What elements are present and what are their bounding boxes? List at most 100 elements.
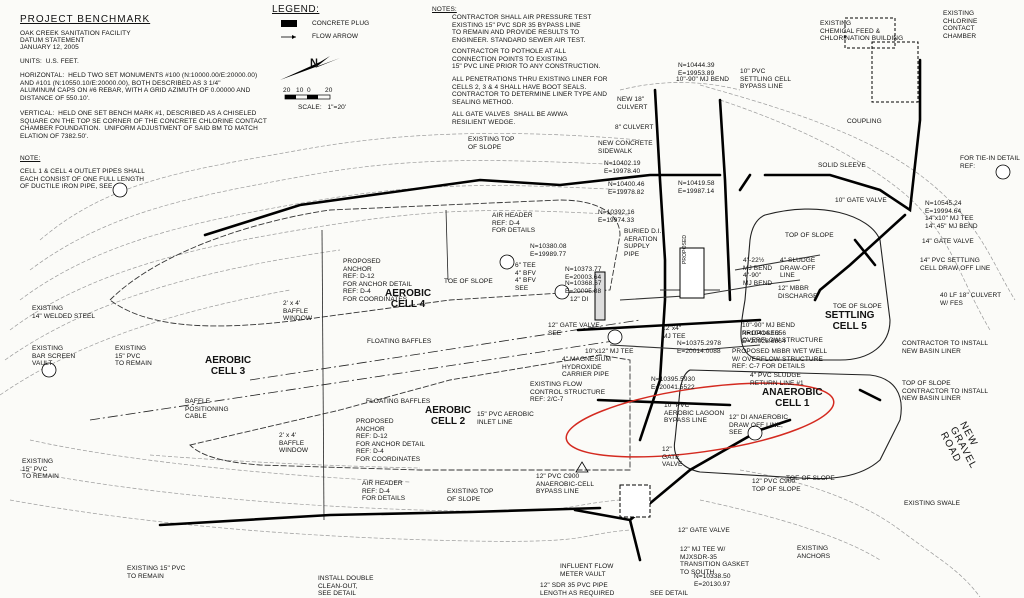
label-magnesium: 4" MAGNESIUM HYDROXIDE CARRIER PIPE (562, 356, 612, 378)
cell-1-basin (673, 369, 902, 480)
label-pvc15-top: EXISTING 15" PVC TO REMAIN (115, 345, 152, 367)
scale-tick-2: 10 (296, 87, 304, 94)
cell-4-basin (109, 199, 621, 327)
label-pvc15-bottom: EXISTING 15" PVC TO REMAIN (127, 565, 186, 580)
coord-5: N=10373.77 E=20003.64 (565, 266, 602, 281)
scale-label: SCALE: 1"=20' (298, 104, 347, 111)
label-top-slope-north: EXISTING TOP OF SLOPE (468, 136, 515, 151)
project-date: JANUARY 12, 2005 (20, 44, 79, 51)
label-mj-tee: 12"x4" MJ TEE (662, 325, 686, 340)
label-sludge-line: 4" SLUDGE DRAW-OFF LINE (780, 257, 816, 279)
label-aerobic-inlet: 15" PVC AEROBIC INLET LINE (477, 411, 534, 426)
units-text: UNITS: U.S. FEET. (20, 58, 79, 65)
label-lagoon-bypass: 10" PVC AEROBIC LAGOON BYPASS LINE (664, 402, 725, 424)
label-sdr35: 12" SDR 35 PVC PIPE LENGTH AS REQUIRED (540, 582, 615, 597)
label-pvc-anaerobic-bypass: 12" PVC C900 ANAEROBIC-CELL BYPASS LINE (536, 473, 595, 495)
coord-12: N=10545.24 E=19994.64 (925, 200, 962, 215)
label-gate-12a: 12" GATE VALVE, SEE (548, 322, 602, 337)
legend-flow: FLOW ARROW (312, 33, 359, 40)
coord-13: N=10338.50 E=20130.97 (694, 573, 731, 588)
label-air-header-2: AIR HEADER REF: D-4 FOR DETAILS (362, 480, 406, 502)
cell-3-label: AEROBIC CELL 3 (205, 355, 252, 377)
detail-bubbles (41, 164, 1011, 441)
label-swale: EXISTING SWALE (904, 500, 961, 507)
label-bends-4: 4"-22½ MJ BEND 4"-90" MJ BEND (743, 257, 773, 287)
label-mj-tee-12: 12" MJ TEE W/ MJXSDR-35 TRANSITION GASKE… (680, 546, 750, 576)
coord-1: N=10402.19 E=19978.40 (604, 160, 641, 175)
label-tee-6: 6" TEE 4" BFV 4" BFV SEE (515, 262, 536, 292)
label-coupling: COUPLING (847, 118, 882, 125)
main-pipes (158, 58, 922, 562)
project-title: PROJECT BENCHMARK (20, 14, 151, 25)
label-baffle-window-2: 2' x 4' BAFFLE WINDOW (279, 432, 309, 454)
label-culvert-8: 8" CULVERT (615, 124, 654, 131)
cell-5-basin (740, 208, 891, 361)
coord-8: N=10419.58 E=19987.14 (678, 180, 715, 195)
coord-9: N=10375.2978 E=20014.0088 (677, 340, 722, 355)
scale-tick-1: 20 (283, 87, 291, 94)
label-aeration-pipe: BURIED D.I. AERATION SUPPLY PIPE (624, 228, 662, 258)
label-influent-vault: INFLUENT FLOW METER VAULT (560, 563, 614, 578)
coord-11: N=10395.5930 E=20041.5522 (651, 376, 696, 391)
label-proposed-box: PROPOSED (682, 234, 688, 264)
label-di-12: 12" DI (570, 296, 589, 303)
label-welded-steel: EXISTING 14" WELDED STEEL (32, 305, 96, 320)
label-solid-sleeve: SOLID SLEEVE (818, 162, 866, 169)
north-arrow-label: N (310, 57, 319, 69)
label-bend-10: 10"-90" MJ BEND (676, 76, 730, 83)
label-toe-cell1: TOE OF SLOPE (786, 475, 835, 482)
label-bar-screen: EXISTING BAR SCREEN VAULT (32, 345, 76, 367)
floating-baffles (89, 319, 641, 421)
warning-triangle-icon (575, 461, 589, 473)
horizontal-datum: HORIZONTAL: HELD TWO SET MONUMENTS #100 … (20, 72, 258, 102)
label-floating-baffles-1: FLOATING BAFFLES (367, 338, 432, 345)
contour-lines (0, 82, 1016, 597)
scale-tick-3: 0 (307, 87, 311, 94)
label-gate-12b: 12" GATE VALVE (662, 446, 683, 468)
label-liner-2: TOP OF SLOPE CONTRACTOR TO INSTALL NEW B… (902, 380, 989, 402)
coord-10: N=10414.1656 E=20028.6864 (742, 330, 787, 345)
label-baffle-window-1: 2' x 4' BAFFLE WINDOW (283, 300, 313, 322)
label-pvc15-left: EXISTING 15" PVC TO REMAIN (22, 458, 59, 480)
label-return-line: 4" PVC SLUDGE RETURN LINE #1 (750, 372, 804, 387)
scale-tick-4: 20 (325, 87, 333, 94)
label-cleanout: INSTALL DOUBLE CLEAN-OUT, SEE DETAIL (318, 575, 374, 597)
label-liner-1: CONTRACTOR TO INSTALL NEW BASIN LINER (902, 340, 989, 355)
label-mj-tee-10: 10"x12" MJ TEE (585, 348, 634, 355)
legend-plug: CONCRETE PLUG (312, 20, 370, 27)
notes-heading: NOTES: (432, 6, 457, 13)
label-flow-structure: EXISTING FLOW CONTROL STRUCTURE REF: 2/C… (530, 381, 606, 403)
highlight-ellipse (565, 382, 835, 458)
coord-2: N=10400.46 E=19978.82 (608, 181, 645, 196)
label-wet-well: PROPOSED MBBR WET WELL W/ OVERFLOW STRUC… (732, 348, 828, 370)
label-sidewalk: NEW CONCRETE SIDEWALK (598, 140, 653, 155)
structures (594, 17, 919, 518)
label-chlorine-contact: EXISTING CHLORINE CONTACT CHAMBER (943, 10, 978, 40)
anchor-lines (321, 209, 449, 521)
facility-name: OAK CREEK SANITATION FACILITY (20, 30, 131, 37)
note-3: ALL PENETRATIONS THRU EXISTING LINER FOR… (452, 76, 608, 106)
label-gate-10: 10" GATE VALVE (835, 197, 887, 204)
cell-1-label: ANAEROBIC CELL 1 (762, 387, 823, 409)
label-culvert-40: 40 LF 18" CULVERT W/ FES (940, 292, 1002, 307)
label-anchor-2: PROPOSED ANCHOR REF: D-12 FOR ANCHOR DET… (356, 418, 426, 463)
coord-6: N=10368.67 E=20005.88 (565, 280, 602, 295)
cell-5-label: SETTLING CELL 5 (825, 310, 875, 332)
label-mbbr: 12" MBBR DISCHARGE (778, 285, 818, 300)
label-see-detail: SEE DETAIL (650, 590, 689, 597)
label-anchors: EXISTING ANCHORS (797, 545, 831, 560)
note-heading: NOTE: (20, 155, 41, 162)
label-toe-cell4: TOE OF SLOPE (444, 278, 493, 285)
label-settling-bypass: 10" PVC SETTLING CELL BYPASS LINE (740, 68, 792, 90)
note-4: ALL GATE VALVES SHALL BE AWWA RESILIENT … (452, 111, 568, 126)
legend-title: LEGEND: (272, 4, 320, 15)
label-settling-draw: 14" PVC SETTLING CELL DRAW OFF LINE (920, 257, 991, 272)
label-gate-14: 14" GATE VALVE (922, 238, 974, 245)
label-top-slope-cell5: TOP OF SLOPE (785, 232, 834, 239)
note-2: CONTRACTOR TO POTHOLE AT ALL CONNECTION … (452, 48, 601, 70)
label-chlorine-feed: EXISTING CHEMICAL FEED & CHLORINATION BU… (820, 20, 904, 42)
datum-statement: DATUM STATEMENT (20, 37, 85, 44)
note-1: CONTRACTOR SHALL AIR PRESSURE TEST EXIST… (452, 14, 592, 44)
label-baffle-cable: BAFFLE POSITIONING CABLE (185, 398, 229, 420)
